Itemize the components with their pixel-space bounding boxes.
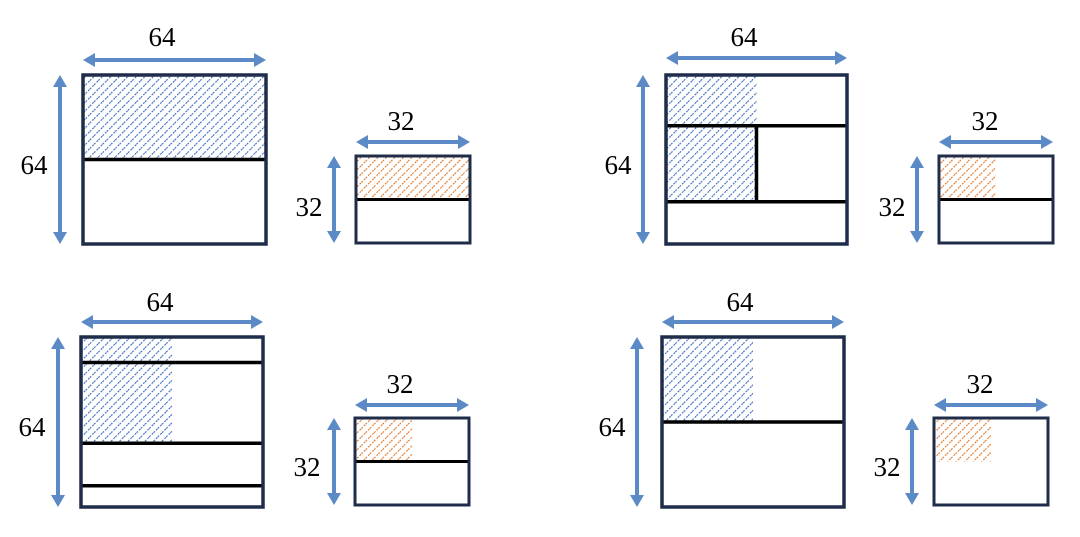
small-height-label: 32 [874,452,901,482]
small-height-arrow-head-top [327,156,341,168]
large-width-arrow [666,51,847,65]
small-block-hatch [939,156,996,200]
large-height-arrow-head-top [51,337,65,349]
small-height-arrow-head-bottom [905,493,919,505]
small-height-arrow-head-top [327,418,341,430]
large-height-arrow-head-bottom [630,495,644,507]
small-height-arrow-head-bottom [327,231,341,243]
large-width-arrow [83,53,266,67]
large-height-arrow-head-bottom [636,232,650,244]
large-height-label: 64 [19,412,47,442]
large-matrix-outline [81,73,268,246]
small-block-hatch [355,418,412,462]
large-width-label: 64 [731,22,759,52]
small-width-label: 32 [387,369,414,399]
large-width-arrow-head-right [254,53,266,67]
small-height-arrow [327,156,341,243]
small-width-arrow [356,135,470,149]
panels-layer: 64 64 32 32 64 64 32 32 64 64 32 32 64 64 32 32 [19,22,1055,509]
small-width-arrow [939,135,1053,149]
large-matrix-outline [79,335,265,509]
small-height-arrow [905,418,919,505]
large-width-arrow-head-right [832,315,844,329]
small-width-arrow [934,398,1048,412]
small-matrix-outline [353,416,471,507]
large-width-arrow [662,315,844,329]
large-block-hatch [81,337,172,444]
large-width-label: 64 [149,22,177,52]
large-height-arrow-head-bottom [51,495,65,507]
panel-bottom-left: 64 64 32 32 [19,287,471,509]
large-width-arrow-head-left [83,53,95,67]
large-block-hatch [83,75,266,160]
large-height-arrow-head-top [636,75,650,87]
large-height-arrow [51,337,65,507]
large-height-arrow-head-top [630,337,644,349]
large-block-hatch [662,337,753,422]
small-height-label: 32 [879,192,906,222]
small-height-arrow [910,156,924,243]
large-height-arrow [636,75,650,244]
large-matrix-outline [664,73,849,246]
large-height-arrow-head-bottom [53,232,67,244]
small-width-arrow-head-left [939,135,951,149]
small-height-arrow [327,418,341,505]
large-width-arrow-head-left [81,315,93,329]
large-width-label: 64 [727,287,755,317]
panel-top-left: 64 64 32 32 [21,22,472,246]
small-width-arrow-head-left [356,135,368,149]
large-width-arrow-head-left [666,51,678,65]
large-height-label: 64 [21,150,49,180]
large-height-label: 64 [605,150,633,180]
small-height-arrow-head-bottom [910,231,924,243]
small-width-arrow-head-right [458,135,470,149]
small-height-arrow-head-top [905,418,919,430]
small-matrix-outline [937,154,1055,245]
large-width-arrow-head-right [835,51,847,65]
small-width-arrow [355,398,469,412]
large-height-arrow-head-top [53,75,67,87]
small-width-label: 32 [388,106,415,136]
small-matrix-outline [932,416,1050,507]
small-height-arrow-head-bottom [327,493,341,505]
large-width-arrow [81,315,263,329]
large-width-label: 64 [147,287,175,317]
large-matrix-outline [660,335,846,509]
small-matrix-outline [354,154,472,245]
small-width-arrow-head-left [355,398,367,412]
large-width-arrow-head-left [662,315,674,329]
small-height-arrow-head-top [910,156,924,168]
small-width-arrow-head-right [1041,135,1053,149]
small-width-arrow-head-left [934,398,946,412]
small-width-label: 32 [967,369,994,399]
small-height-label: 32 [296,192,323,222]
large-width-arrow-head-right [251,315,263,329]
small-width-arrow-head-right [1036,398,1048,412]
small-width-arrow-head-right [457,398,469,412]
large-height-label: 64 [599,412,627,442]
small-block-hatch [356,156,470,200]
large-height-arrow [630,337,644,507]
panel-bottom-right: 64 64 32 32 [599,287,1050,509]
small-block-hatch [934,418,991,462]
large-block-hatch [666,75,757,202]
panel-top-right: 64 64 32 32 [605,22,1055,246]
small-width-label: 32 [972,106,999,136]
small-height-label: 32 [294,452,321,482]
large-height-arrow [53,75,67,244]
